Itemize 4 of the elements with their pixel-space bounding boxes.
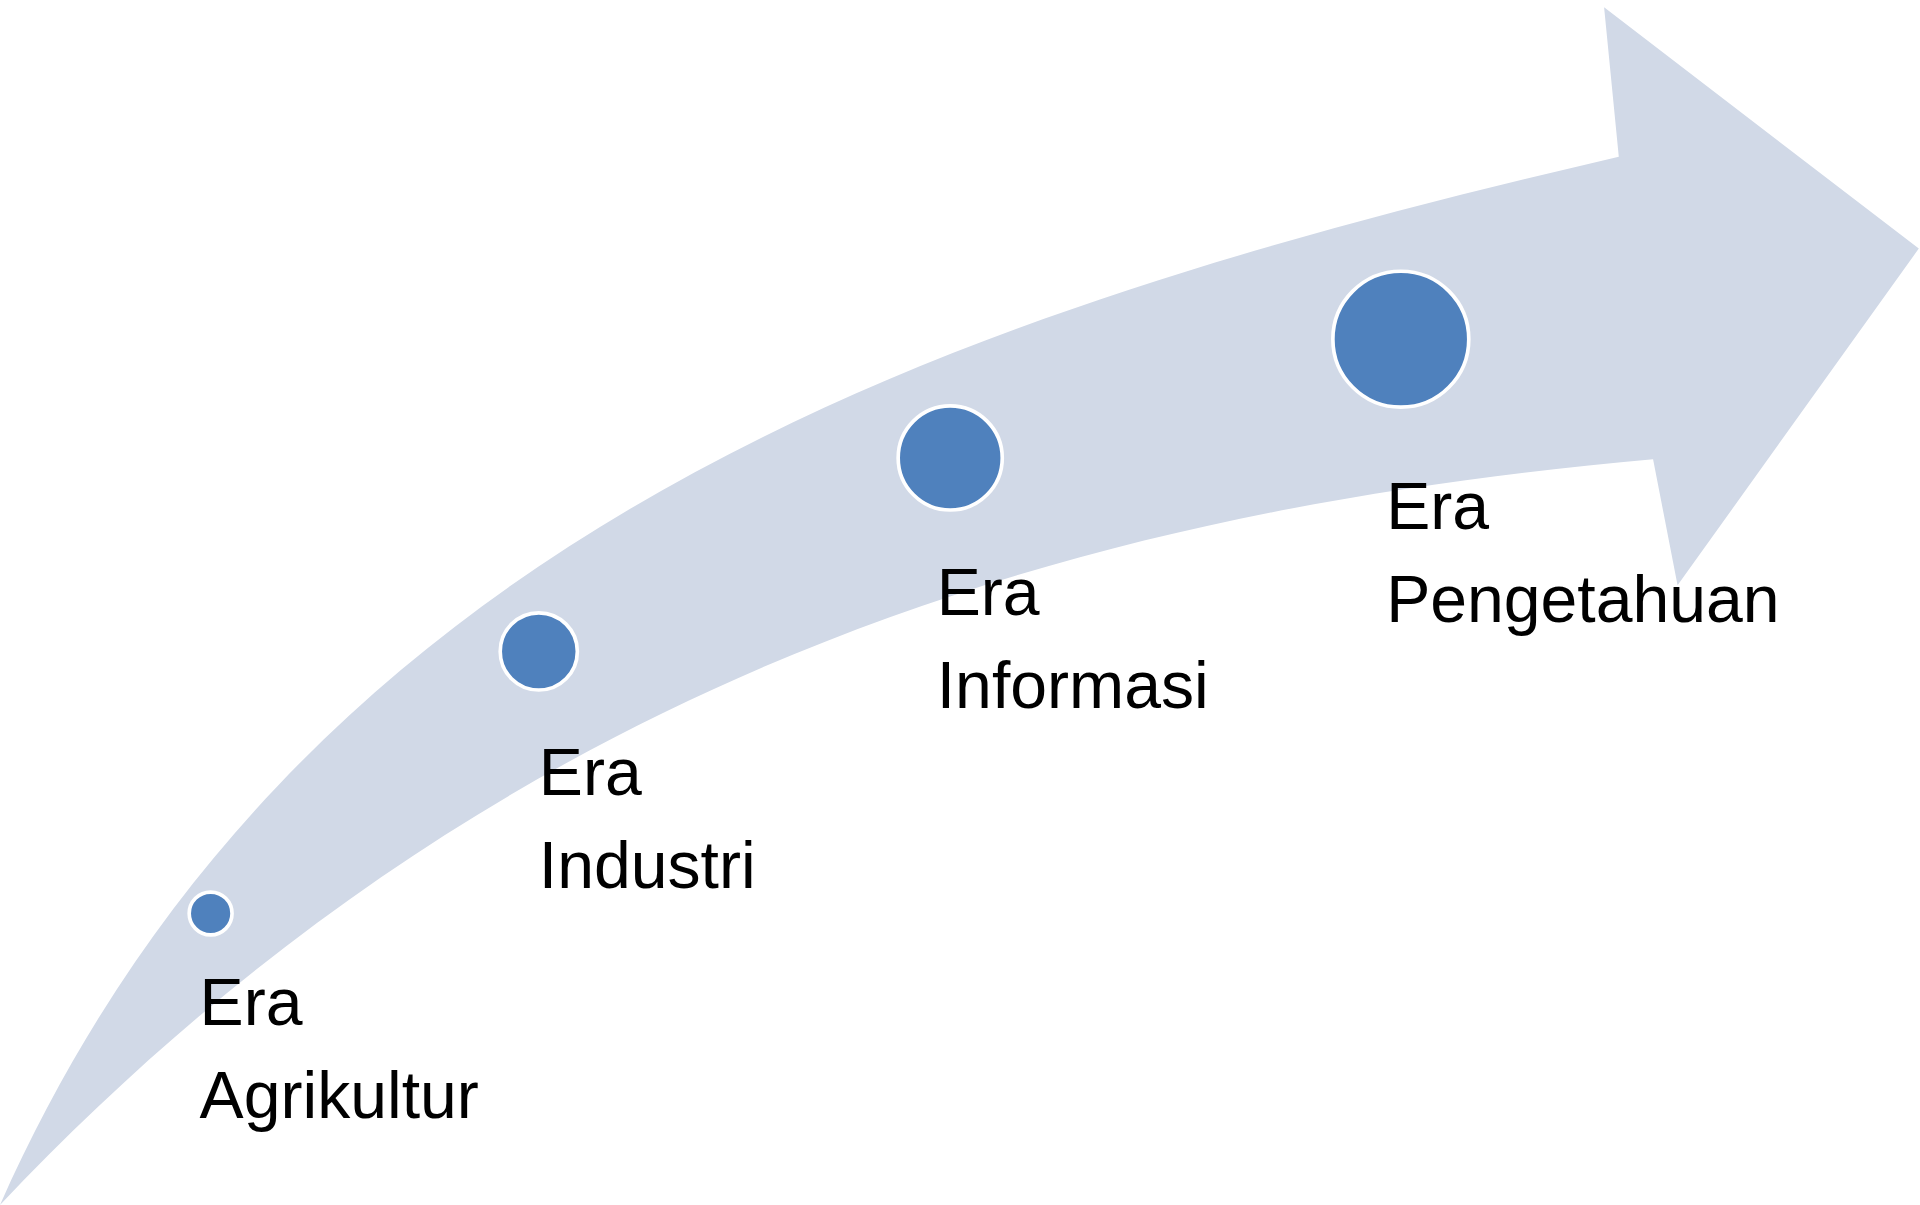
era-label: Era Informasi	[936, 553, 1209, 724]
era-label: Era Agrikultur	[199, 963, 479, 1134]
era-label: Era Industri	[538, 733, 756, 904]
era-label: Era Pengetahuan	[1386, 468, 1780, 638]
